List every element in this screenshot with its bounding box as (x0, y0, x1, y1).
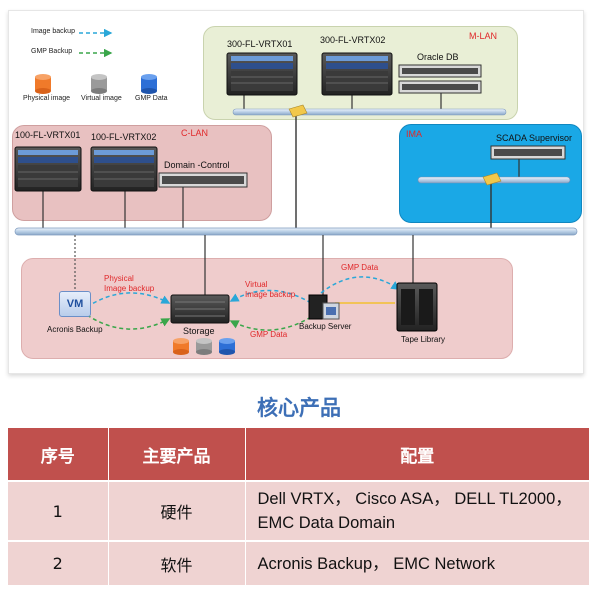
gmp-data-top-label: GMP Data (341, 263, 379, 272)
row-product: 软件 (108, 540, 246, 585)
ima-zone-label: IMA (406, 129, 423, 139)
row-product: 硬件 (108, 480, 246, 541)
storage-label: Storage (183, 326, 215, 336)
legend-virtual-cylinder-icon (91, 74, 107, 94)
clan-blade-server-1-icon (14, 146, 82, 192)
clan-blade-server-2-icon (90, 146, 158, 192)
core-products-table: 序号 主要产品 配置 1 硬件 Dell VRTX， Cisco ASA， DE… (8, 428, 590, 585)
main-bus (14, 227, 578, 236)
oracle-db-label: Oracle DB (417, 52, 459, 62)
legend-physical-image-label: Physical image (23, 95, 71, 102)
header-product: 主要产品 (108, 428, 246, 481)
legend-physical-cylinder-icon (35, 74, 51, 94)
domain-control-server-icon (158, 172, 248, 188)
legend-image-backup-label: Image backup (31, 28, 75, 35)
storage-physical-cylinder-icon (173, 338, 189, 355)
table-row: 2 软件 Acronis Backup， EMC Network (8, 540, 590, 585)
mlan-zone-label: M-LAN (469, 31, 498, 41)
network-diagram: VM Image backup GMP Backup Physical imag… (8, 10, 584, 374)
mlan-blade-server-1-icon (226, 52, 298, 96)
vm-icon: VM (59, 291, 91, 317)
virtual-image-backup-line1: Virtual (245, 280, 268, 289)
ima-switch-icon (482, 172, 502, 186)
legend-gmp-data-label: GMP Data (135, 95, 168, 102)
row-no: 1 (8, 480, 109, 541)
diagram-graphics (14, 28, 578, 355)
config-line: Acronis Backup， EMC Network (257, 554, 496, 573)
header-no: 序号 (8, 428, 109, 481)
clan-server2-label: 100-FL-VRTX02 (91, 132, 157, 142)
acronis-backup-label: Acronis Backup (47, 325, 103, 334)
scada-server-icon (490, 145, 566, 160)
mlan-blade-server-2-icon (321, 52, 393, 96)
gmp-data-left-label: GMP Data (250, 330, 288, 339)
tape-library-icon (396, 282, 438, 332)
config-line: EMC Data Domain (257, 514, 396, 532)
clan-server1-label: 100-FL-VRTX01 (15, 130, 81, 140)
legend-gmp-backup-label: GMP Backup (31, 48, 73, 55)
mlan-server2-label: 300-FL-VRTX02 (320, 35, 386, 45)
backup-server-label: Backup Server (299, 322, 352, 331)
row-config: Acronis Backup， EMC Network (245, 540, 590, 585)
mlan-bus (232, 108, 507, 116)
config-line: Dell VRTX， Cisco ASA， DELL TL2000， (257, 490, 572, 508)
oracle-db-server-icon (398, 64, 482, 94)
mlan-server1-label: 300-FL-VRTX01 (227, 39, 293, 49)
header-config: 配置 (245, 428, 590, 481)
section-heading: 核心产品 (257, 396, 341, 420)
backup-server-icon (308, 294, 340, 320)
row-no: 2 (8, 540, 109, 585)
physical-image-backup-line2: Image backup (104, 284, 155, 293)
clan-zone-label: C-LAN (181, 128, 209, 138)
domain-control-label: Domain -Control (164, 160, 230, 170)
scada-supervisor-label: SCADA Supervisor (496, 133, 573, 143)
storage-array-icon (170, 294, 230, 324)
mlan-switch-icon (288, 104, 308, 118)
tape-library-label: Tape Library (401, 335, 446, 344)
table-row: 1 硬件 Dell VRTX， Cisco ASA， DELL TL2000， … (8, 480, 590, 541)
physical-image-backup-line1: Physical (104, 274, 134, 283)
storage-gmp-cylinder-icon (219, 338, 235, 355)
storage-virtual-cylinder-icon (196, 338, 212, 355)
row-config: Dell VRTX， Cisco ASA， DELL TL2000， EMC D… (245, 480, 590, 541)
legend-virtual-image-label: Virtual image (81, 95, 122, 102)
legend-gmp-cylinder-icon (141, 74, 157, 94)
table-header-row: 序号 主要产品 配置 (8, 428, 590, 481)
virtual-image-backup-line2: Image backup (245, 290, 296, 299)
